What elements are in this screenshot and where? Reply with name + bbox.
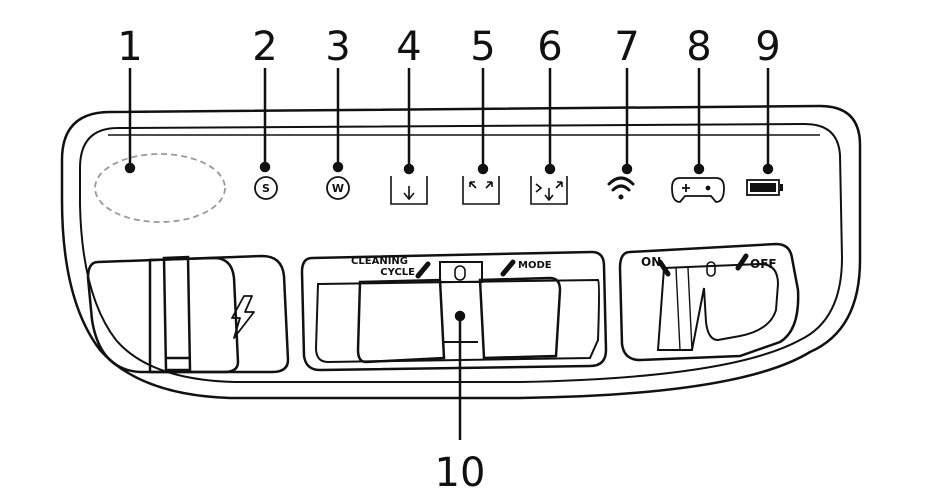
callout-8: 8 xyxy=(686,24,711,70)
schedule-s-icon: S xyxy=(254,176,278,200)
callout-6: 6 xyxy=(537,24,562,70)
cleaning-cycle-tick xyxy=(415,261,431,279)
callout-3: 3 xyxy=(325,24,350,70)
on-tick xyxy=(657,259,671,277)
tank-both-icon xyxy=(530,176,568,205)
lightning-icon xyxy=(231,295,255,339)
panel-body xyxy=(60,104,862,400)
off-label: OFF xyxy=(750,257,777,271)
callout-7: 7 xyxy=(614,24,639,70)
power-switch[interactable] xyxy=(618,242,800,362)
sensor-area xyxy=(94,153,226,223)
callout-9: 9 xyxy=(755,24,780,70)
cleaning-label-line2: CYCLE xyxy=(380,267,415,278)
wifi-icon xyxy=(607,176,635,200)
off-tick xyxy=(735,253,749,271)
svg-text:W: W xyxy=(332,182,344,195)
cleaning-cycle-mode-switch[interactable] xyxy=(300,250,608,372)
on-label: ON xyxy=(641,255,661,269)
cleaning-label-line1: CLEANING xyxy=(351,256,408,267)
cycle-w-icon: W xyxy=(326,176,350,200)
callout-1: 1 xyxy=(117,24,142,70)
callout-5: 5 xyxy=(470,24,495,70)
tank-expand-icon xyxy=(462,176,500,205)
tank-down-icon xyxy=(390,176,428,205)
leader-lines xyxy=(124,68,774,440)
gamepad-icon xyxy=(671,177,725,203)
callout-10: 10 xyxy=(435,450,486,496)
battery-icon xyxy=(746,179,783,196)
callout-4: 4 xyxy=(396,24,421,70)
callout-2: 2 xyxy=(252,24,277,70)
charging-port xyxy=(86,254,290,374)
mode-label: MODE xyxy=(518,260,552,271)
mode-tick xyxy=(500,259,516,277)
svg-text:S: S xyxy=(262,182,270,195)
